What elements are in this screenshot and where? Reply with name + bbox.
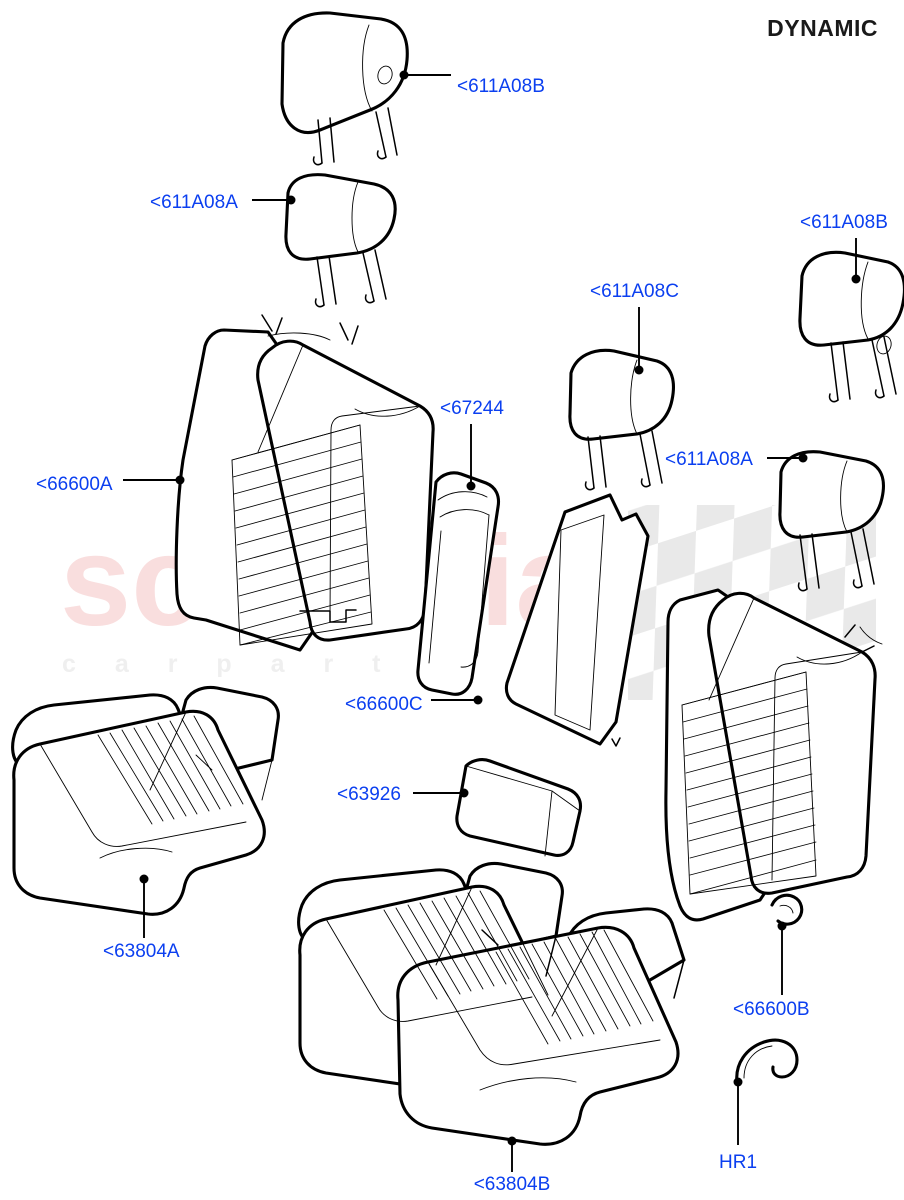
part-label-67244[interactable]: <67244 [440, 398, 504, 419]
part-label-611A08A-right[interactable]: <611A08A [665, 449, 753, 470]
ribbed-insert-cushion-rear [383, 890, 530, 1000]
part-label-63926[interactable]: <63926 [337, 784, 401, 805]
headrest-upper-left [284, 173, 397, 308]
part-label-HR1[interactable]: HR1 [719, 1152, 757, 1173]
seat-back-cover-left [174, 314, 435, 652]
part-label-611A08A-upleft[interactable]: <611A08A [150, 192, 238, 213]
headrest-center [568, 348, 676, 491]
cushion-pad [455, 758, 583, 857]
headrest-top-center [280, 11, 409, 166]
part-label-611A08C[interactable]: <611A08C [590, 281, 679, 302]
ribbed-insert-left [231, 424, 372, 646]
leader-lines [123, 70, 861, 1172]
ribbed-insert-cushion-left [97, 715, 244, 825]
ribbed-insert-right [681, 671, 817, 895]
part-label-611A08B-top[interactable]: <611A08B [457, 76, 545, 97]
part-label-66600B[interactable]: <66600B [733, 999, 810, 1020]
watermark-tagline: c a r p a r t s [62, 650, 449, 678]
seat-cushion-cover-left [11, 685, 280, 916]
ribbed-insert-cushion-right [495, 929, 654, 1045]
part-label-611A08B-right[interactable]: <611A08B [800, 212, 888, 233]
page-title: DYNAMIC [767, 15, 878, 41]
headrest-right-upper [798, 250, 904, 403]
seat-cushion-cover-right [297, 861, 686, 1146]
armrest-pad [416, 471, 501, 696]
part-label-63804A[interactable]: <63804A [103, 941, 180, 962]
part-label-66600A[interactable]: <66600A [36, 474, 113, 495]
seat-back-cover-center [504, 493, 650, 747]
headrest-right-lower [778, 450, 885, 592]
retaining-clip [735, 1038, 799, 1084]
part-label-63804B[interactable]: <63804B [474, 1174, 551, 1195]
part-label-66600C[interactable]: <66600C [345, 694, 423, 715]
part-label-group: <611A08B <611A08A <611A08B <611A08C <611… [36, 76, 888, 1195]
seat-back-cover-right [664, 588, 883, 926]
